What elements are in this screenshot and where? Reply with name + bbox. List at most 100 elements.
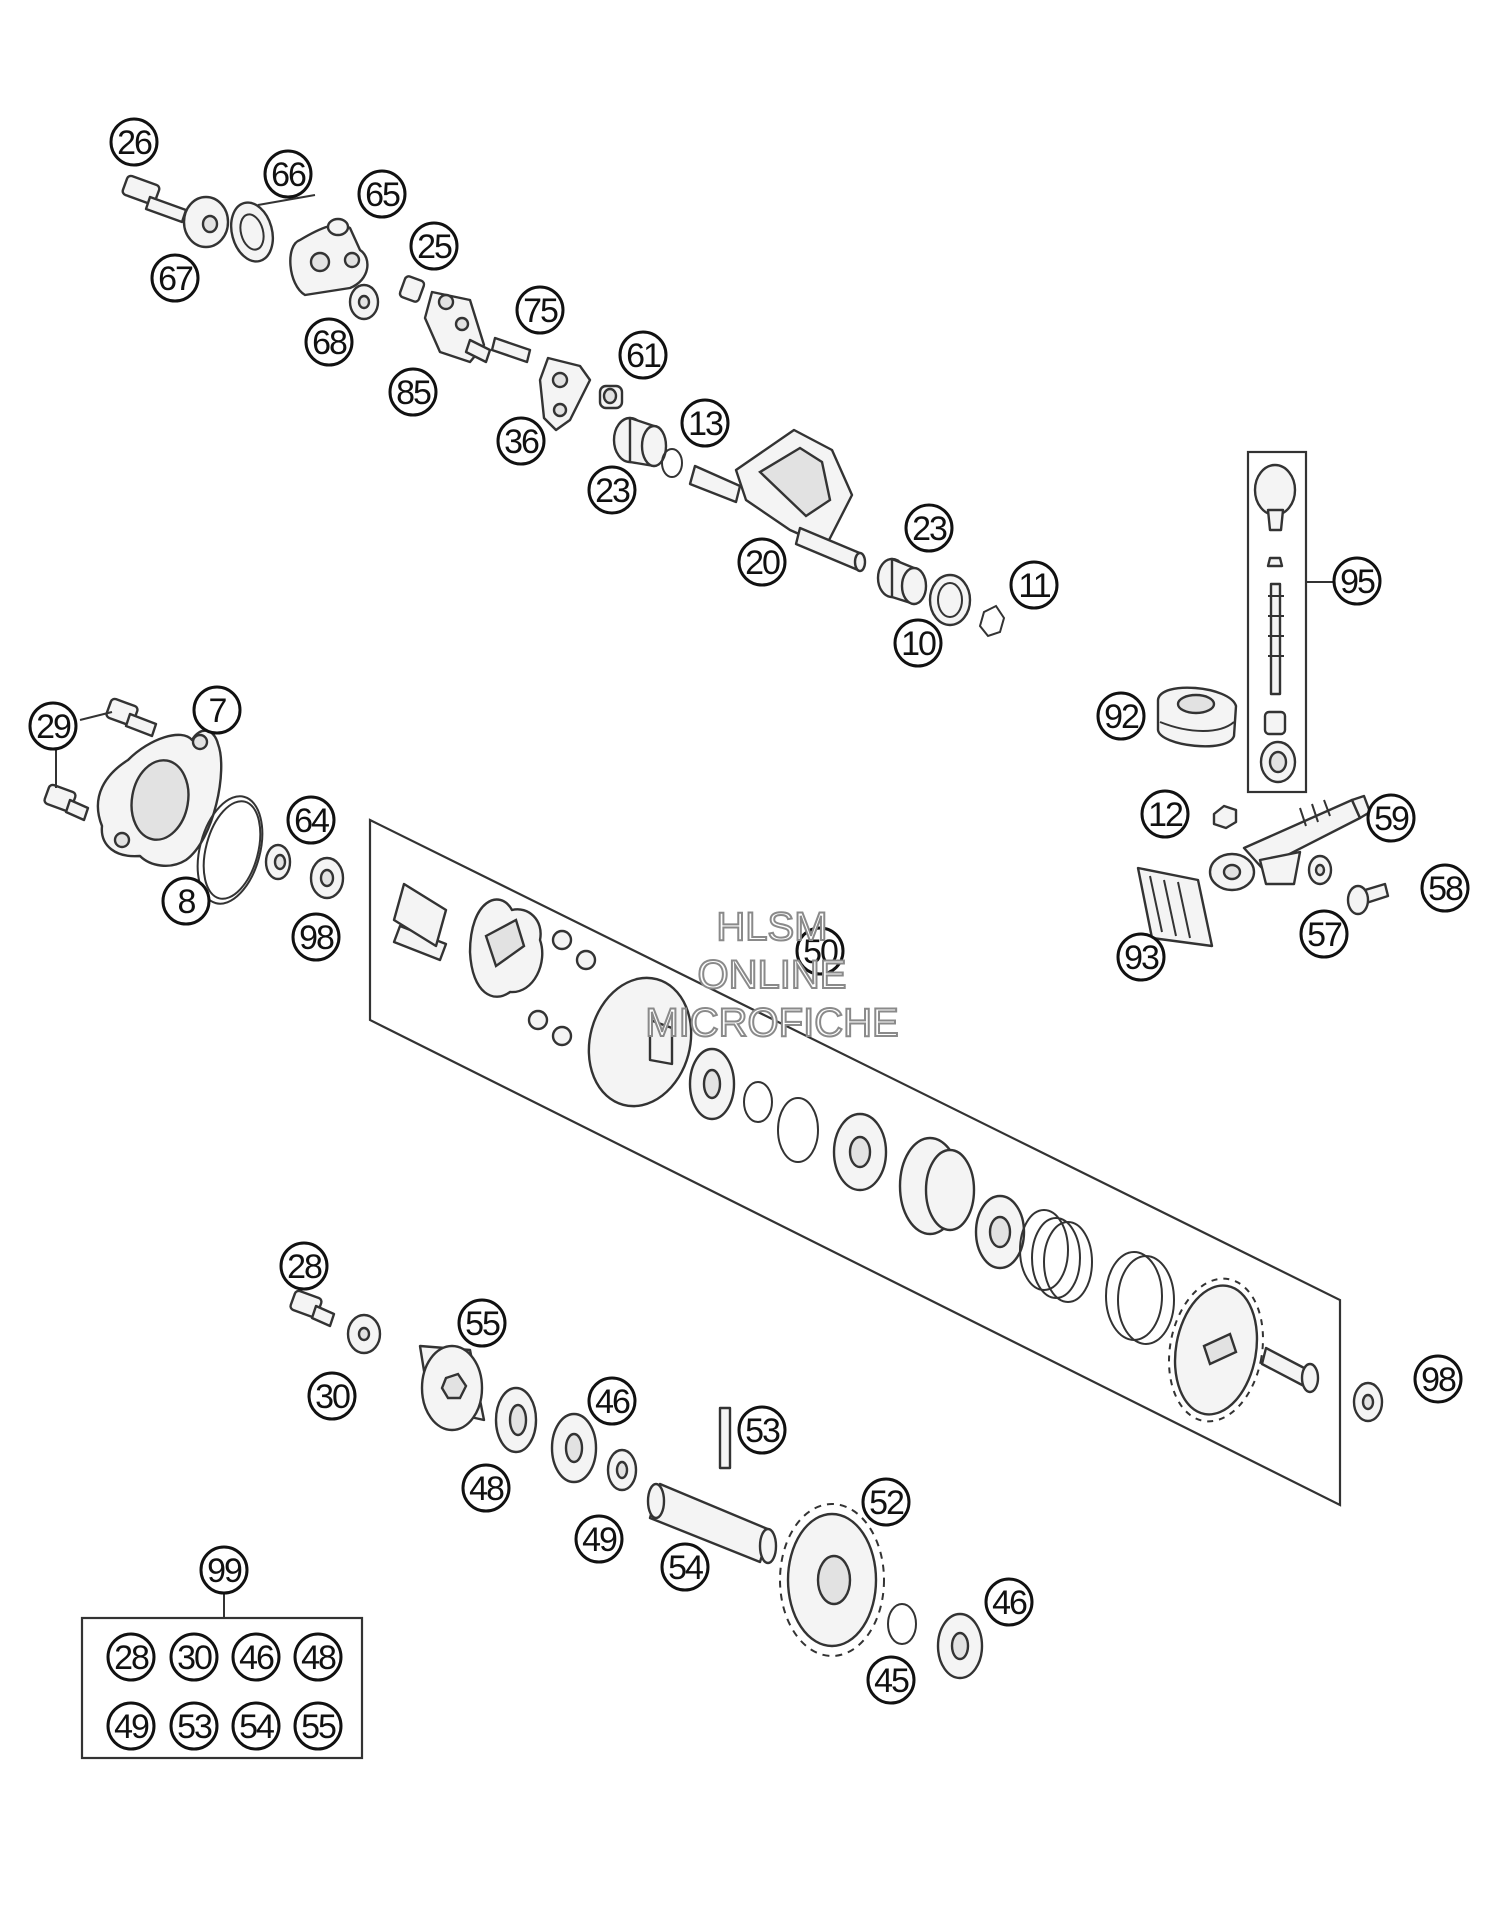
callout-circle [307, 1371, 357, 1421]
callout-53: 53 [169, 1701, 219, 1751]
part-36-lever [538, 356, 592, 432]
callout-circle [231, 1701, 281, 1751]
callout-number: 28 [287, 1248, 322, 1286]
watermark-line-3: MICROFICHE [645, 1001, 898, 1045]
callout-number: 11 [1018, 567, 1050, 605]
watermark: HLSM ONLINE MICROFICHE [644, 904, 899, 1046]
callout-circle [304, 317, 354, 367]
callout-number: 30 [177, 1639, 212, 1677]
callout-48: 48 [293, 1632, 343, 1682]
callout-28: 28 [279, 1241, 329, 1291]
callout-number: 85 [396, 374, 431, 412]
callout-circle [1096, 691, 1146, 741]
callout-circle [150, 253, 200, 303]
watermark-line-1: HLSM [716, 905, 827, 949]
callout-67: 67 [150, 253, 200, 303]
callout-circle [893, 618, 943, 668]
callout-68: 68 [304, 317, 354, 367]
callout-circle [1116, 932, 1166, 982]
callout-number: 13 [688, 405, 723, 443]
part-48-bushing [494, 1386, 538, 1454]
callout-10: 10 [893, 618, 943, 668]
callout-circle [866, 1655, 916, 1705]
callout-59: 59 [1366, 793, 1416, 843]
callout-58: 58 [1420, 863, 1470, 913]
callout-number: 50 [803, 933, 838, 971]
part-58-bolt [1346, 882, 1390, 916]
callout-circle [169, 1632, 219, 1682]
callout-circle [161, 876, 211, 926]
callout-circle [169, 1701, 219, 1751]
callout-circle [263, 149, 313, 199]
part-95-kit [1246, 450, 1336, 794]
callout-circle [192, 685, 242, 735]
callout-circle [106, 1701, 156, 1751]
callout-number: 93 [1124, 939, 1159, 977]
callout-circle [574, 1514, 624, 1564]
callout-number: 55 [301, 1708, 336, 1746]
callout-circle [904, 503, 954, 553]
watermark-line-2: ONLINE [698, 953, 847, 997]
callout-50: 50 [795, 926, 845, 976]
callout-circle [1420, 863, 1470, 913]
callout-92: 92 [1096, 691, 1146, 741]
part-98-nut-right [1352, 1381, 1384, 1423]
callout-number: 25 [417, 228, 452, 266]
part-11-circlip [978, 604, 1006, 638]
part-23-bearing-left [612, 416, 668, 468]
callout-circle [660, 1542, 710, 1592]
part-67-roller [182, 195, 230, 249]
callout-number: 49 [582, 1521, 617, 1559]
callout-25: 25 [409, 221, 459, 271]
callout-number: 8 [178, 883, 196, 921]
callout-number: 92 [1104, 698, 1139, 736]
callout-circle [357, 169, 407, 219]
callout-number: 53 [177, 1708, 212, 1746]
callout-7: 7 [192, 685, 242, 735]
callout-number: 53 [745, 1412, 780, 1450]
callout-number: 99 [207, 1552, 242, 1590]
part-20-control-shaft [688, 428, 867, 573]
callout-number: 49 [114, 1708, 149, 1746]
callout-circle [286, 795, 336, 845]
callout-30: 30 [169, 1632, 219, 1682]
callout-64: 64 [286, 795, 336, 845]
callout-49: 49 [106, 1701, 156, 1751]
callout-circle [496, 416, 546, 466]
callout-circle [1140, 789, 1190, 839]
callout-circle [1332, 556, 1382, 606]
part-10-seal-ring [928, 573, 972, 627]
callout-circle [737, 1405, 787, 1455]
callout-number: 64 [294, 802, 329, 840]
callout-number: 61 [626, 337, 661, 375]
callout-number: 55 [465, 1305, 500, 1343]
callout-93: 93 [1116, 932, 1166, 982]
part-8-oring [196, 795, 264, 905]
part-45-circlip [887, 1603, 917, 1645]
part-75-pin [490, 336, 532, 364]
callout-95: 95 [1332, 556, 1382, 606]
callout-46: 46 [231, 1632, 281, 1682]
callout-number: 68 [312, 324, 347, 362]
callout-number: 23 [912, 510, 947, 548]
callout-98: 98 [291, 912, 341, 962]
part-28-screw [289, 1289, 336, 1328]
callout-13: 13 [680, 398, 730, 448]
callout-98: 98 [1413, 1354, 1463, 1404]
callout-53: 53 [737, 1405, 787, 1455]
callout-75: 75 [515, 285, 565, 335]
callout-23: 23 [904, 503, 954, 553]
callout-number: 46 [595, 1383, 630, 1421]
callout-99: 99 [199, 1545, 249, 1595]
callout-circle [515, 285, 565, 335]
part-66-spring [229, 194, 316, 263]
callout-54: 54 [660, 1542, 710, 1592]
callout-circle [231, 1632, 281, 1682]
callout-number: 52 [869, 1484, 904, 1522]
part-53-pin [718, 1406, 732, 1470]
callout-circle [291, 912, 341, 962]
callout-11: 11 [1009, 560, 1059, 610]
callout-36: 36 [496, 416, 546, 466]
callout-circle [618, 330, 668, 380]
